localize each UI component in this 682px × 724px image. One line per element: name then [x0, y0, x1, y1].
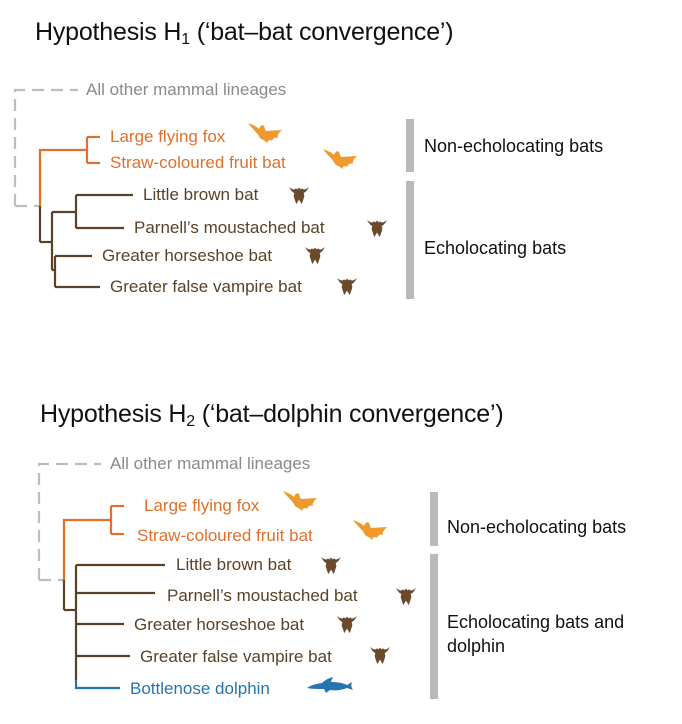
taxon-parnells-moustached-bat: Parnell’s moustached bat	[167, 586, 358, 605]
panel2-title: Hypothesis H2 (‘bat–dolphin convergence’…	[40, 400, 504, 430]
fruit-bat-icon	[352, 518, 388, 544]
group-echolocating: Echolocating bats	[424, 238, 567, 258]
non-echolocating-bracket	[406, 119, 414, 172]
group-non-echolocating: Non-echolocating bats	[447, 517, 627, 537]
echolocating-branch	[38, 193, 133, 289]
non-echolocating-branch	[38, 135, 100, 206]
taxon-greater-false-vampire-bat: Greater false vampire bat	[140, 647, 332, 666]
echolocating-branch	[62, 563, 165, 680]
echolocating-bracket	[406, 181, 414, 299]
echolocating-bat-icon	[369, 644, 391, 666]
panel1-title: Hypothesis H1 (‘bat–bat convergence’)	[35, 18, 454, 48]
taxon-straw-coloured-fruit-bat: Straw-coloured fruit bat	[137, 526, 313, 545]
taxon-bottlenose-dolphin: Bottlenose dolphin	[130, 679, 270, 698]
taxon-large-flying-fox: Large flying fox	[110, 127, 226, 146]
dolphin-icon	[306, 676, 354, 694]
group-non-echolocating: Non-echolocating bats	[424, 136, 604, 156]
taxon-large-flying-fox: Large flying fox	[144, 496, 260, 515]
taxon-straw-coloured-fruit-bat: Straw-coloured fruit bat	[110, 153, 286, 172]
outgroup-branch	[13, 88, 78, 208]
taxon-greater-horseshoe-bat: Greater horseshoe bat	[102, 246, 273, 265]
fruit-bat-icon	[282, 489, 318, 515]
outgroup-label: All other mammal lineages	[110, 454, 311, 473]
taxon-little-brown-bat: Little brown bat	[176, 555, 292, 574]
non-echolocating-bracket	[430, 492, 438, 546]
taxon-greater-false-vampire-bat: Greater false vampire bat	[110, 277, 302, 296]
taxon-greater-horseshoe-bat: Greater horseshoe bat	[134, 615, 305, 634]
echolocating-bracket	[430, 554, 438, 699]
group-echolocating-and-dolphin: Echolocating bats and dolphin	[447, 612, 625, 656]
echolocating-bat-icon	[395, 585, 417, 607]
dolphin-branch	[74, 680, 120, 690]
non-echolocating-branch	[62, 504, 124, 580]
outgroup-label: All other mammal lineages	[86, 80, 287, 99]
outgroup-branch	[37, 462, 101, 582]
taxon-little-brown-bat: Little brown bat	[143, 185, 259, 204]
echolocating-bat-icon	[320, 554, 342, 576]
echolocating-bat-icon	[336, 613, 358, 635]
taxon-parnells-moustached-bat: Parnell’s moustached bat	[134, 218, 325, 237]
